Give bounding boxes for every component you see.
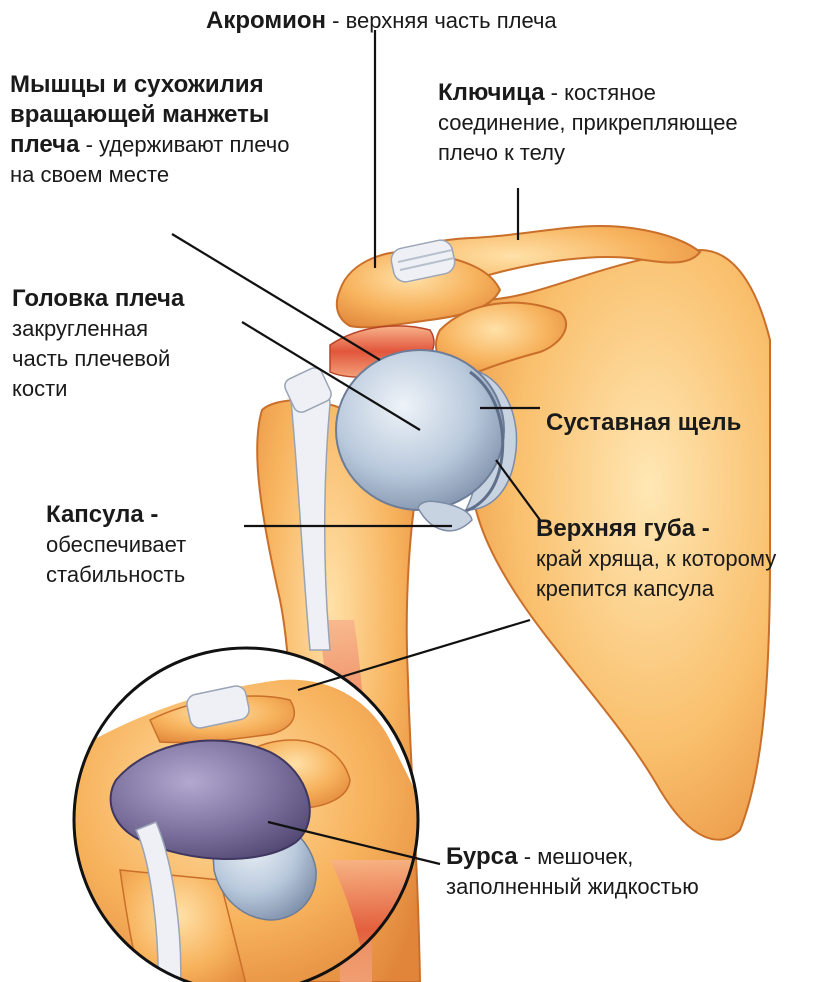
rotator-cuff-desc-2: на своем месте (10, 162, 170, 187)
humeral-head-desc-1: закругленная (12, 316, 148, 341)
acromion-term: Акромион (206, 7, 327, 34)
acromion-desc: верхняя часть плеча (345, 8, 557, 33)
bursa-desc-1: мешочек, (537, 844, 634, 869)
joint-space-shape (461, 370, 505, 514)
leader-humeral-head (241, 321, 421, 431)
leader-bursa (267, 820, 441, 866)
bursa-desc-2: заполненный жидкостью (446, 874, 699, 899)
clavicle-desc-1: костяное (564, 80, 656, 105)
capsule-desc-1: обеспечивает (46, 532, 187, 557)
label-bursa: Бурса - мешочек, заполненный жидкостью (446, 842, 699, 902)
capsule-shape (417, 500, 473, 532)
labrum-desc-2: крепится капсула (536, 576, 714, 601)
labrum-term: Верхняя губа (536, 515, 696, 542)
rotator-cuff-term-1: Мышцы и сухожилия (10, 71, 264, 98)
clavicle-desc-2: соединение, прикрепляющее (438, 110, 738, 135)
capsule-term: Капсула (46, 501, 144, 528)
bursa-term: Бурса (446, 843, 518, 870)
label-acromion: Акромион - верхняя часть плеча (206, 7, 557, 34)
labrum-desc-1: край хряща, к которому (536, 546, 777, 571)
leader-rotator-cuff (171, 233, 381, 361)
ac-ligament (390, 239, 456, 283)
rotator-cuff-term-3: плеча (10, 131, 80, 158)
label-joint-space: Суставная щель (546, 408, 741, 438)
label-capsule: Капсула - обеспечивает стабильность (46, 500, 186, 590)
label-clavicle: Ключица - костяное соединение, прикрепля… (438, 78, 738, 168)
leader-labrum-capsule (297, 618, 531, 692)
label-rotator-cuff: Мышцы и сухожилия вращающей манжеты плеч… (10, 70, 289, 190)
leader-labrum (495, 459, 541, 521)
clavicle-desc-3: плечо к телу (438, 140, 565, 165)
humeral-head-desc-3: кости (12, 376, 68, 401)
label-labrum: Верхняя губа - край хряща, к которому кр… (536, 514, 776, 604)
clavicle-term: Ключица (438, 79, 545, 106)
capsule-desc-2: стабильность (46, 562, 186, 587)
humeral-head-term: Головка плеча (12, 285, 185, 312)
rotator-cuff-desc-1: удерживают плечо (99, 132, 290, 157)
joint-space-term: Суставная щель (546, 409, 742, 436)
label-humeral-head: Головка плеча закругленная часть плечево… (12, 284, 184, 404)
rotator-cuff-term-2: вращающей манжеты (10, 101, 270, 128)
humeral-head-desc-2: часть плечевой (12, 346, 171, 371)
bursa-detail-inset (72, 646, 420, 982)
tendon-band (284, 367, 332, 413)
